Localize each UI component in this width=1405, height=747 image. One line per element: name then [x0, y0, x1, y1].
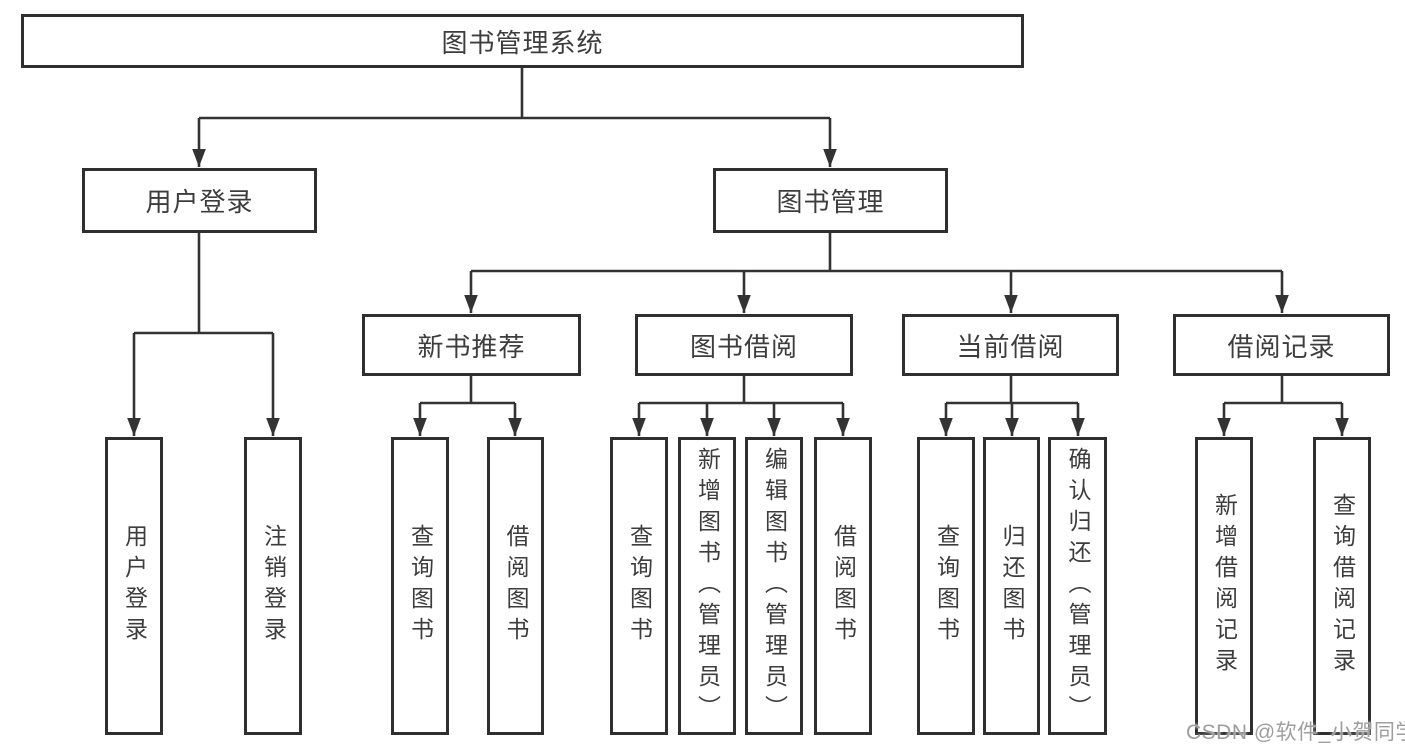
- node-book-borrowing: 图书借阅: [635, 314, 853, 376]
- leaf-user-login: 用户登录: [105, 437, 163, 735]
- leaf-add-borrow-record: 新增借阅记录: [1195, 437, 1253, 735]
- leaf-borrow-books-2: 借阅图书: [814, 437, 872, 735]
- leaf-borrow-books-1: 借阅图书: [487, 437, 544, 735]
- node-book-management-label: 图书管理: [776, 187, 885, 217]
- node-library-system: 图书管理系统: [21, 14, 1024, 68]
- leaf-borrow-books-2-label: 借阅图书: [830, 524, 857, 648]
- leaf-confirm-return-admin-label: 确认归还（管理员）: [1065, 446, 1091, 726]
- leaf-query-borrow-record: 查询借阅记录: [1313, 437, 1371, 735]
- leaf-query-books-1-label: 查询图书: [407, 524, 434, 648]
- leaf-confirm-return-admin: 确认归还（管理员）: [1048, 437, 1107, 735]
- leaf-add-books-admin-label: 新增图书（管理员）: [694, 446, 721, 726]
- node-borrowing-records-label: 借阅记录: [1227, 331, 1336, 362]
- watermark: CSDN @软件_小贺同学: [1186, 721, 1405, 744]
- node-borrowing-records: 借阅记录: [1173, 314, 1390, 376]
- leaf-return-books-label: 归还图书: [999, 524, 1025, 648]
- node-current-borrowing-label: 当前借阅: [956, 331, 1065, 362]
- leaf-query-books-3-label: 查询图书: [933, 524, 960, 648]
- tree-branch-lines: [134, 68, 1342, 405]
- leaf-logout: 注销登录: [244, 437, 302, 735]
- leaf-return-books: 归还图书: [983, 437, 1040, 735]
- leaf-query-books-2-label: 查询图书: [626, 524, 653, 648]
- node-book-borrowing-label: 图书借阅: [689, 331, 798, 362]
- leaf-query-borrow-record-label: 查询借阅记录: [1329, 493, 1356, 679]
- node-book-management: 图书管理: [713, 168, 948, 233]
- leaf-user-login-label: 用户登录: [121, 524, 148, 648]
- leaf-borrow-books-1-label: 借阅图书: [503, 524, 529, 648]
- leaf-add-books-admin: 新增图书（管理员）: [678, 437, 736, 735]
- leaf-edit-books-admin: 编辑图书（管理员）: [745, 437, 803, 735]
- leaf-edit-books-admin-label: 编辑图书（管理员）: [761, 446, 788, 726]
- leaf-query-books-1: 查询图书: [391, 437, 449, 735]
- leaf-query-books-3: 查询图书: [917, 437, 975, 735]
- leaf-add-borrow-record-label: 新增借阅记录: [1211, 493, 1238, 679]
- node-library-system-label: 图书管理系统: [441, 27, 604, 58]
- node-current-borrowing: 当前借阅: [902, 314, 1119, 376]
- node-new-book-recommend-label: 新书推荐: [417, 331, 526, 362]
- node-user-login-label: 用户登录: [145, 187, 254, 217]
- leaf-logout-label: 注销登录: [260, 524, 287, 648]
- node-user-login: 用户登录: [82, 168, 317, 233]
- leaf-query-books-2: 查询图书: [610, 437, 668, 735]
- node-new-book-recommend: 新书推荐: [362, 314, 581, 376]
